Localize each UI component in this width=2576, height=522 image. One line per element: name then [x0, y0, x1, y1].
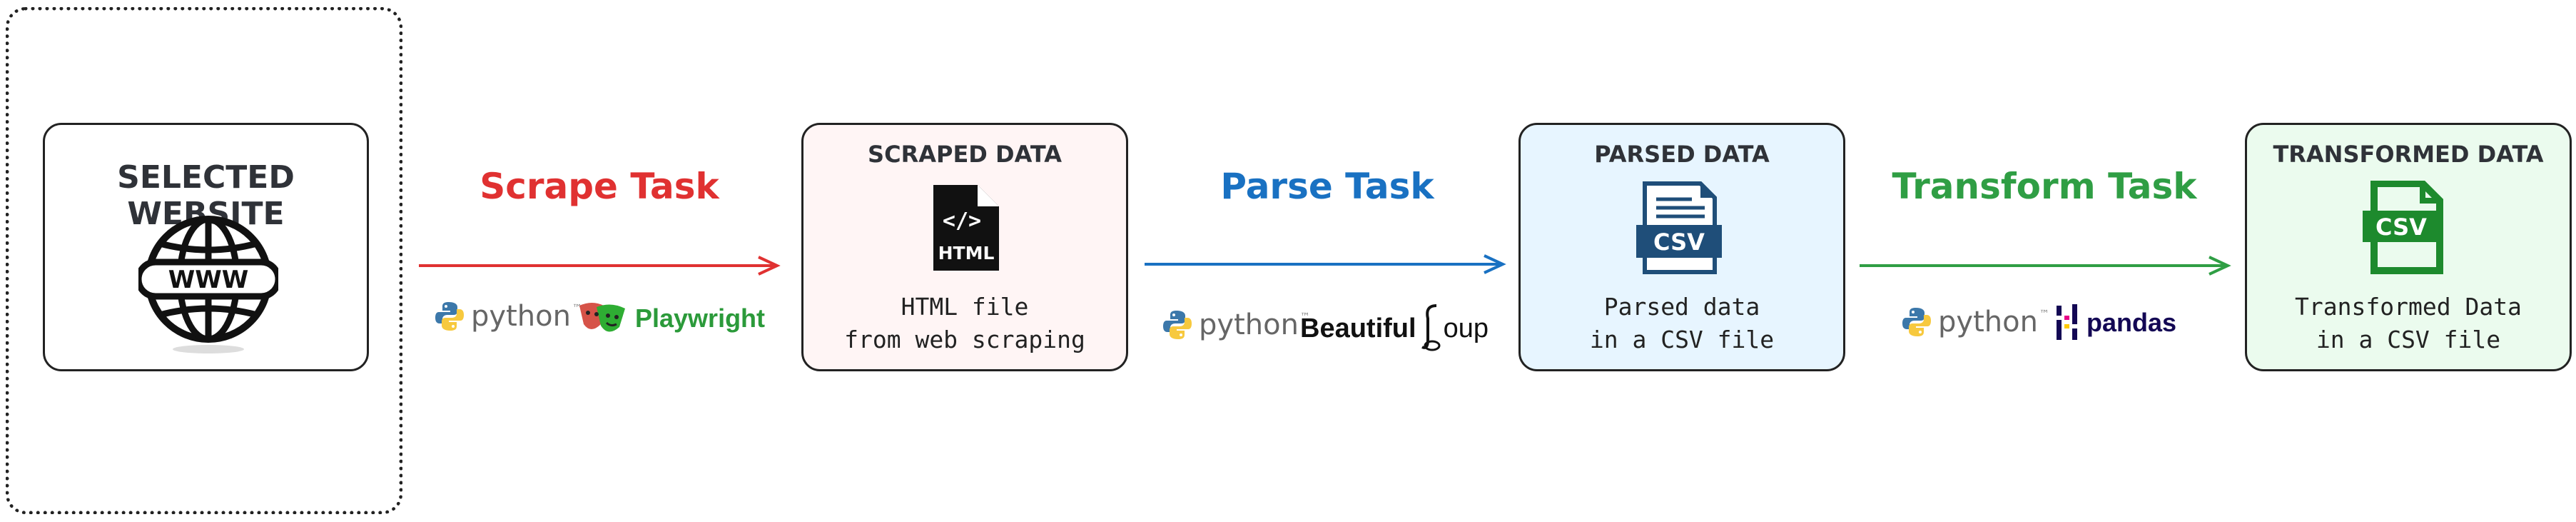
csv-file-label: CSV	[2375, 214, 2427, 241]
python-trademark: ™	[1299, 311, 1310, 323]
parsed-data-line-2: in a CSV file	[1589, 326, 1775, 353]
website-group-frame	[6, 7, 402, 514]
python-wordmark: python	[471, 300, 571, 333]
pandas-logo: pandas	[2055, 303, 2176, 343]
scraped-data-title: SCRAPED DATA	[868, 141, 1062, 168]
scraped-data-node: SCRAPED DATA </> HTML HTML file from web…	[801, 123, 1128, 371]
scraped-data-line-1: HTML file	[901, 293, 1029, 321]
python-wordmark: python	[1199, 308, 1299, 341]
soup-spoon-icon	[1421, 304, 1441, 351]
scraped-data-line-2: from web scraping	[844, 326, 1085, 353]
beautifulsoup-logo: Beautiful oup	[1300, 303, 1489, 354]
parsed-data-title: PARSED DATA	[1594, 141, 1770, 168]
csv-file-green-icon: CSV	[2363, 181, 2443, 274]
python-trademark: ™	[2039, 308, 2049, 320]
pandas-bars-icon	[2057, 304, 2077, 340]
python-icon	[1902, 308, 1931, 336]
transformed-data-line-2: in a CSV file	[2316, 326, 2501, 353]
globe-www-icon: WWW	[138, 216, 278, 353]
transform-task-label: Transform Task	[1892, 166, 2197, 207]
python-wordmark: python	[1938, 306, 2038, 338]
pandas-wordmark: pandas	[2086, 308, 2177, 337]
playwright-wordmark: Playwright	[635, 303, 766, 333]
csv-file-icon: CSV	[1636, 181, 1722, 274]
html-file-label: HTML	[938, 243, 995, 263]
transformed-data-title: TRANSFORMED DATA	[2273, 141, 2544, 168]
html-tag-glyph: </>	[943, 209, 981, 234]
transformed-data-node: TRANSFORMED DATA CSV Transformed Data in…	[2245, 123, 2572, 371]
python-icon	[435, 302, 464, 331]
csv-file-label: CSV	[1653, 229, 1705, 256]
transform-arrow	[1860, 256, 2231, 276]
beautifulsoup-wordmark-part-1: Beautiful	[1300, 313, 1416, 343]
scrape-python-logo: python ™	[434, 300, 582, 333]
scrape-arrow	[419, 256, 781, 276]
parsed-data-line-1: Parsed data	[1603, 293, 1760, 321]
parse-task-label: Parse Task	[1220, 166, 1434, 207]
transform-python-logo: python ™	[1901, 306, 2049, 338]
parse-arrow	[1145, 254, 1506, 274]
www-label: WWW	[168, 266, 249, 294]
selected-website-node: SELECTED WEBSITE WWW	[43, 123, 369, 371]
html-file-icon: </> HTML	[933, 185, 999, 271]
playwright-logo: Playwright	[577, 298, 765, 338]
playwright-masks-icon	[579, 303, 625, 332]
transformed-data-line-1: Transformed Data	[2295, 293, 2522, 321]
scrape-task-label: Scrape Task	[480, 166, 719, 207]
parsed-data-node: PARSED DATA CSV Parsed data in a CSV fil…	[1518, 123, 1845, 371]
parse-python-logo: python ™	[1162, 308, 1310, 341]
beautifulsoup-wordmark-part-2: oup	[1443, 313, 1489, 343]
python-icon	[1163, 311, 1192, 339]
